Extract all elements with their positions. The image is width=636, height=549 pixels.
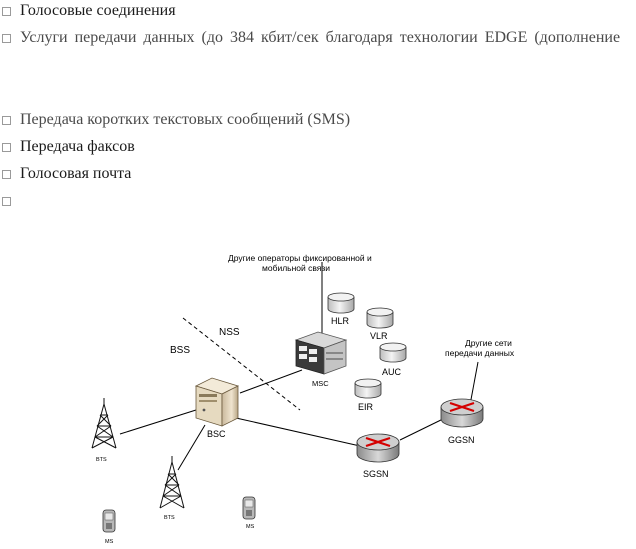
auc-database-icon xyxy=(379,342,407,363)
sgsn-label: SGSN xyxy=(363,469,389,479)
bullet-marker xyxy=(2,196,11,206)
bullet-item-fax: Передача факсов xyxy=(0,136,135,158)
bullet-marker xyxy=(2,169,11,179)
link-bsc-msc xyxy=(239,369,303,394)
link-ggsn-networks xyxy=(469,361,479,406)
link-bsc-sgsn xyxy=(235,417,361,447)
bullet-text: Передача коротких текстовых сообщений (S… xyxy=(20,111,351,128)
bullet-marker xyxy=(2,115,11,125)
ggsn-label: GGSN xyxy=(448,435,475,445)
bullet-marker xyxy=(2,6,11,16)
bullet-marker xyxy=(2,142,11,152)
other-networks-label-1: Другие сети xyxy=(465,338,512,348)
bsc-server-icon xyxy=(194,377,240,427)
ms-label-2: MS xyxy=(246,524,255,530)
nss-label: NSS xyxy=(219,327,240,338)
bullet-marker xyxy=(2,33,11,43)
bullet-item-data: Услуги передачи данных (до 384 кбит/сек … xyxy=(0,27,620,49)
ggsn-router-icon xyxy=(440,398,484,428)
bullet-text: Услуги передачи данных (до 384 кбит/сек … xyxy=(20,29,621,46)
mobile-phone-icon xyxy=(242,496,256,520)
vlr-label: VLR xyxy=(370,331,388,341)
link-bsc-bts2 xyxy=(177,424,206,471)
msc-label: MSC xyxy=(312,379,329,388)
other-networks-label-2: передачи данных xyxy=(445,348,515,358)
msc-switch-icon xyxy=(294,331,348,375)
nss-bss-boundary xyxy=(182,317,301,411)
mobile-phone-icon xyxy=(102,509,116,533)
bts-tower-icon xyxy=(159,456,185,509)
bullet-item-sms: Передача коротких текстовых сообщений (S… xyxy=(0,109,350,131)
bsc-label: BSC xyxy=(207,429,226,439)
bts-tower-icon xyxy=(91,398,117,449)
connection-lines xyxy=(119,262,479,471)
bts-label-2: BTS xyxy=(164,515,175,521)
bts-label-1: BTS xyxy=(96,457,107,463)
eir-database-icon xyxy=(354,378,382,399)
bss-label: BSS xyxy=(170,345,190,356)
auc-label: AUC xyxy=(382,367,402,377)
bullet-item-voice: Голосовые соединения xyxy=(0,0,176,22)
bullet-item-empty xyxy=(0,190,20,212)
vlr-database-icon xyxy=(366,307,394,329)
link-bsc-bts1 xyxy=(119,409,197,435)
other-operators-label-1: Другие операторы фиксированной и xyxy=(228,253,372,263)
hlr-database-icon xyxy=(327,292,355,314)
bullet-item-voicemail: Голосовая почта xyxy=(0,163,131,185)
ms-label-1: MS xyxy=(105,539,114,545)
hlr-label: HLR xyxy=(331,316,350,326)
sgsn-router-icon xyxy=(356,433,400,463)
bullet-text: Голосовая почта xyxy=(20,165,132,182)
other-operators-label-2: мобильной связи xyxy=(262,263,330,273)
bullet-text: Голосовые соединения xyxy=(20,2,176,19)
eir-label: EIR xyxy=(358,402,374,412)
bullet-text: Передача факсов xyxy=(20,138,135,155)
link-sgsn-ggsn xyxy=(399,417,446,441)
